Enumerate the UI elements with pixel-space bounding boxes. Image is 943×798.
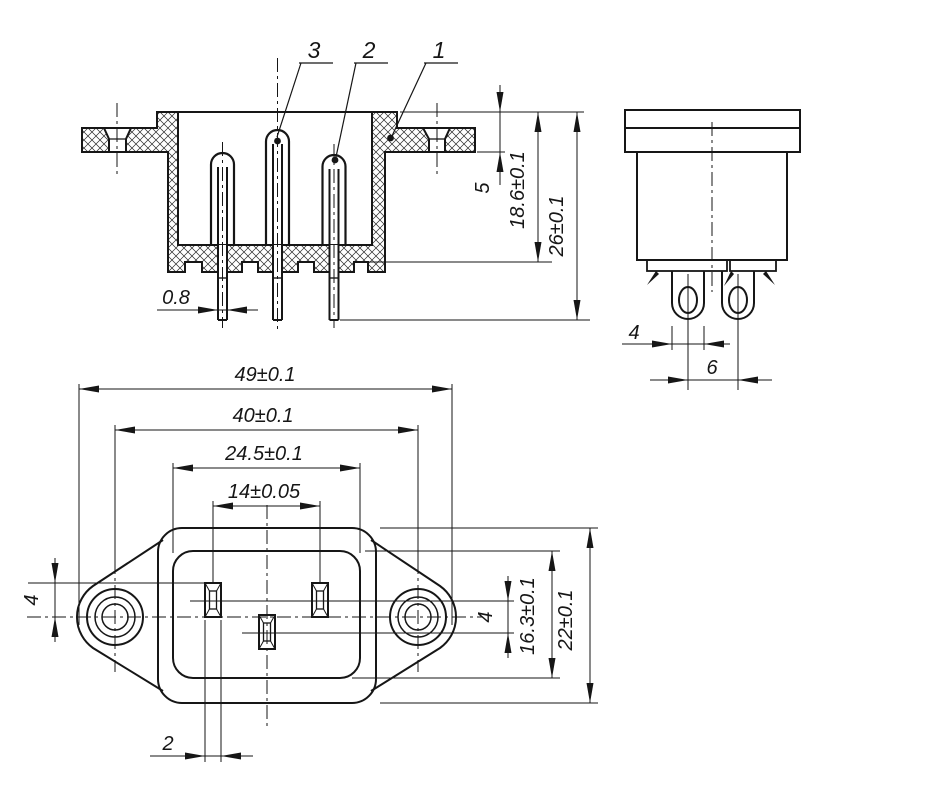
dim-text-49: 49±0.1 (234, 364, 295, 386)
pin-middle-rod (272, 144, 283, 320)
dim-lug-pitch (650, 376, 772, 384)
flange-strip-right (729, 259, 777, 272)
dim-hole-pitch (115, 426, 418, 434)
leader-dot-2 (331, 156, 339, 164)
section-centerlines (116, 58, 438, 330)
front-centerlines (27, 505, 482, 730)
section-extension-lines (340, 111, 590, 321)
dim-text-5: 5 (472, 182, 494, 194)
part-callouts (274, 62, 458, 164)
pin-slot-upper-left (204, 582, 222, 618)
dim-slot-height (51, 558, 59, 642)
leader-dot-1 (387, 134, 394, 142)
dim-recess-height (548, 551, 556, 678)
front-extension-lines (78, 384, 598, 762)
front-row-lines (28, 582, 514, 634)
dim-text-26: 26±0.1 (546, 195, 568, 257)
part-number-2: 2 (362, 37, 376, 63)
front-view: 49±0.1 40±0.1 24.5±0.1 14±0.05 4 (21, 364, 598, 762)
dim-recess-width (173, 464, 360, 472)
dim-text-16-3: 16.3±0.1 (517, 577, 539, 655)
pin-slot-upper-right (311, 582, 329, 618)
part-number-1: 1 (433, 37, 446, 63)
leader-dot-3 (274, 137, 281, 145)
dim-text-14: 14±0.05 (228, 481, 301, 503)
part-number-3: 3 (308, 37, 321, 63)
dim-pin-thickness (157, 306, 258, 314)
flange-strip-left (646, 259, 728, 272)
dim-lug-width (622, 340, 730, 348)
dim-text-22: 22±0.1 (555, 589, 577, 651)
dim-text-24-5: 24.5±0.1 (224, 443, 303, 465)
dim-text-lug-6: 6 (706, 357, 718, 379)
pin-right-rod (328, 169, 340, 320)
pin-middle (264, 128, 291, 245)
dim-text-0-8: 0.8 (162, 287, 190, 309)
wing-left (76, 539, 164, 692)
dim-overall-width (79, 385, 452, 393)
housing-section (81, 111, 476, 273)
dim-text-left-4: 4 (21, 594, 43, 605)
dim-flange-depth (496, 85, 504, 185)
pin-left-rod (217, 167, 228, 320)
dim-row-offset (504, 576, 512, 658)
dim-pin-pitch (213, 502, 320, 510)
dim-overall-depth (573, 112, 581, 320)
dim-text-18-6: 18.6±0.1 (507, 151, 529, 229)
dim-body-height (586, 528, 594, 703)
section-view: 3 2 1 5 18.6±0.1 26±0.1 (81, 37, 590, 330)
snap-barbs (647, 271, 775, 286)
body-face (157, 527, 377, 704)
dim-body-depth (534, 112, 542, 262)
dim-text-2: 2 (161, 733, 173, 755)
dim-text-40: 40±0.1 (232, 405, 293, 427)
side-view: 4 6 (622, 109, 801, 390)
dim-slot-width (150, 752, 253, 760)
wing-right (370, 539, 457, 692)
side-extension-lines (671, 274, 739, 390)
dim-text-right-4: 4 (475, 611, 497, 622)
dim-text-lug-4: 4 (628, 322, 639, 344)
